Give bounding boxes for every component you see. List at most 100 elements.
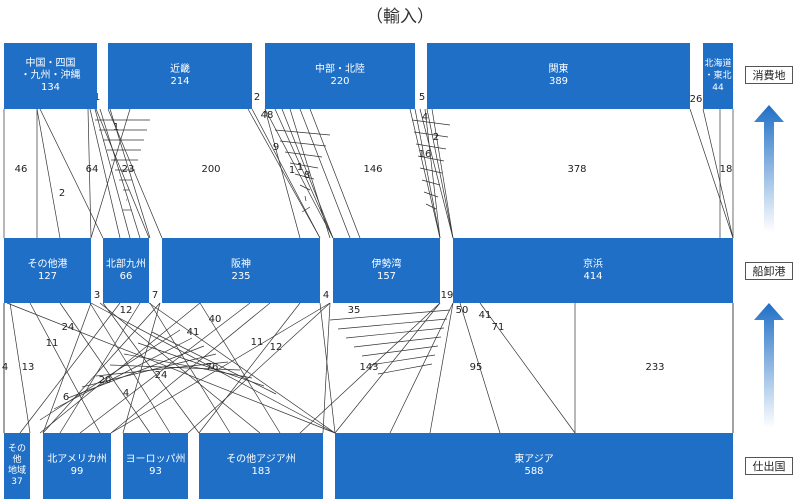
flow-link <box>79 302 251 434</box>
flow-link <box>417 155 445 162</box>
flow-link <box>148 302 336 434</box>
flow-label: 4 <box>422 112 428 123</box>
chart-title: （輸入） <box>366 7 434 27</box>
flow-label: 50 <box>456 305 469 316</box>
flow-link <box>251 108 321 239</box>
flow-label: 71 <box>492 322 505 333</box>
flow-label: 20 <box>99 375 112 386</box>
flow-link <box>151 331 277 395</box>
flow-link <box>90 108 131 239</box>
flow-label: 13 <box>22 362 35 373</box>
flow-label: 4 <box>323 290 329 301</box>
flow-label: 48 <box>261 110 274 121</box>
flow-link <box>123 353 253 379</box>
flow-label: 143 <box>359 362 378 373</box>
flow-label: 5 <box>419 92 425 103</box>
flow-label: 18 <box>720 164 733 175</box>
flow-links <box>3 108 734 434</box>
flow-link <box>289 162 319 169</box>
flow-link <box>59 302 151 434</box>
flow-link <box>247 108 321 239</box>
flow-link <box>90 302 336 434</box>
flow-label: 95 <box>470 362 483 373</box>
flow-link <box>109 108 151 239</box>
flow-link <box>353 336 442 348</box>
flow-link <box>299 302 441 434</box>
flow-label: 146 <box>363 164 382 175</box>
flow-link <box>284 151 323 158</box>
flow-link <box>95 361 229 377</box>
flow-link <box>42 302 161 434</box>
flow-link <box>264 108 334 239</box>
flow-label: 1 <box>113 122 119 133</box>
flow-link <box>337 318 448 330</box>
flow-link <box>122 302 161 434</box>
flow-label: 2 <box>433 132 439 143</box>
flow-link <box>199 302 281 434</box>
flow-link <box>102 302 200 434</box>
flow-link <box>29 302 101 434</box>
flow-link <box>299 184 311 191</box>
flow-link <box>377 363 433 375</box>
flow-label: 4 <box>2 362 8 373</box>
flow-label: 64 <box>86 164 99 175</box>
flow-label: 12 <box>270 342 283 353</box>
flow-label: 46 <box>15 164 28 175</box>
flow-link <box>702 108 734 239</box>
flow-label: 378 <box>567 164 586 175</box>
flow-label: 12 <box>120 305 133 316</box>
flow-label: 41 <box>187 327 200 338</box>
flow-link <box>304 195 307 202</box>
arrow-up-icon <box>754 105 784 232</box>
flow-label: 2 <box>59 188 65 199</box>
flow-link <box>426 108 454 239</box>
flow-link <box>299 108 351 239</box>
flow-link <box>423 191 439 198</box>
flow-label: 11 <box>251 337 264 348</box>
flow-link <box>294 173 315 180</box>
flow-link <box>369 354 436 366</box>
flow-link <box>431 108 454 239</box>
flow-link <box>459 302 501 434</box>
flow-link <box>419 167 443 174</box>
flow-link <box>301 206 311 213</box>
flow-label: 16 <box>419 149 432 160</box>
flow-label: 9 <box>273 142 279 153</box>
legend-origin: 仕出国 <box>745 457 793 475</box>
flow-link <box>42 302 92 434</box>
flow-label: 24 <box>62 322 75 333</box>
flow-link <box>411 119 451 126</box>
flow-link <box>334 302 441 434</box>
flow-link <box>137 342 265 387</box>
flow-link <box>479 302 576 434</box>
flow-link <box>36 108 61 239</box>
flow-label: 1 <box>94 92 100 103</box>
flow-link <box>415 143 447 150</box>
flow-link <box>19 302 121 434</box>
flow-link <box>95 108 150 239</box>
flow-link <box>309 108 361 239</box>
flow-label: 24 <box>155 370 168 381</box>
flow-link <box>110 302 331 434</box>
flow-link <box>87 108 92 239</box>
flow-link <box>9 302 31 434</box>
legend-consumption: 消費地 <box>745 66 793 84</box>
flow-link <box>39 302 201 434</box>
flow-label: 23 <box>122 164 135 175</box>
flow-label: 19 <box>441 290 454 301</box>
flow-link <box>187 302 331 434</box>
flow-link <box>274 129 331 136</box>
flow-label: 200 <box>201 164 220 175</box>
flow-link <box>198 302 301 434</box>
flow-link <box>109 364 241 371</box>
